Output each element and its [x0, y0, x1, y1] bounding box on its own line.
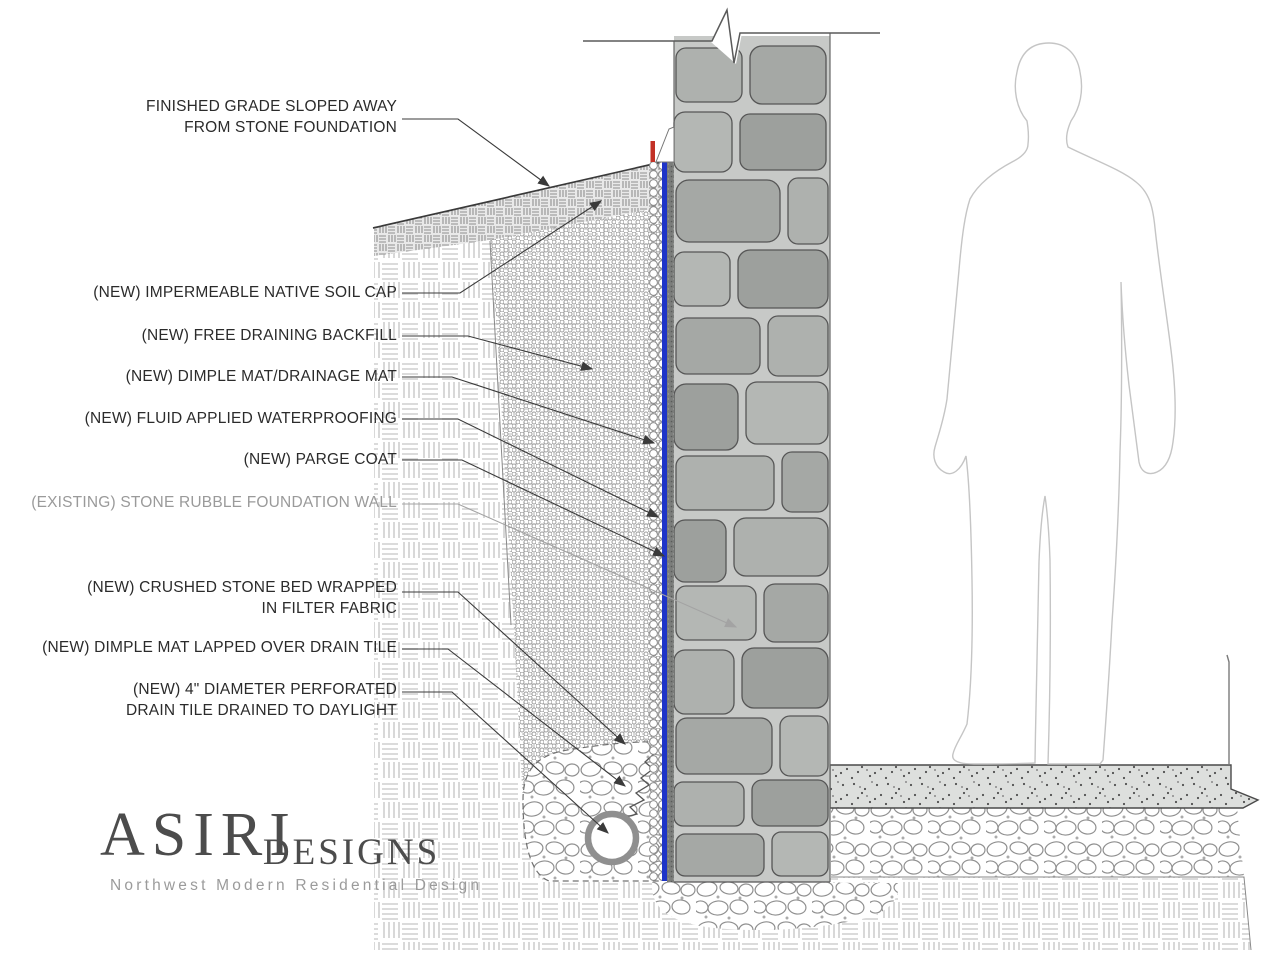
- label-drain-tile: (NEW) 4" DIAMETER PERFORATED DRAIN TILE …: [126, 681, 397, 719]
- leader-waterproofing: [402, 418, 660, 518]
- leader-backfill: [402, 335, 594, 371]
- label-waterproofing: (NEW) FLUID APPLIED WATERPROOFING: [84, 410, 397, 427]
- logo-name: ASIRI: [100, 801, 297, 869]
- logo-tagline: Northwest Modern Residential Design: [110, 877, 483, 894]
- label-finished-grade: FINISHED GRADE SLOPED AWAY FROM STONE FO…: [146, 98, 397, 136]
- free-draining-backfill: [489, 207, 662, 881]
- leader-crushed-stone: [402, 591, 626, 745]
- dimple-mat-scallops: [649, 161, 662, 881]
- leader-finished-grade: [402, 118, 550, 187]
- impermeable-soil-cap: [372, 161, 663, 256]
- label-parge-coat: (NEW) PARGE COAT: [243, 451, 397, 468]
- stone-foundation-wall: [583, 7, 880, 883]
- label-dimple-mat: (NEW) DIMPLE MAT/DRAINAGE MAT: [125, 368, 397, 385]
- leader-dimple-mat: [402, 376, 656, 445]
- leader-lines: [402, 118, 738, 834]
- logo-suffix: DESIGNS: [262, 832, 441, 873]
- rubble-under-wall: [651, 882, 899, 931]
- label-backfill: (NEW) FREE DRAINING BACKFILL: [141, 327, 397, 344]
- leader-mat-lapped: [402, 648, 626, 787]
- human-figure-scale: [933, 42, 1176, 765]
- leader-existing-wall: [402, 503, 738, 628]
- finished-grade-line: [372, 161, 663, 229]
- asiri-designs-logo: ASIRIDESIGNS Northwest Modern Residentia…: [100, 800, 483, 895]
- label-soil-cap: (NEW) IMPERMEABLE NATIVE SOIL CAP: [93, 284, 397, 301]
- label-existing-wall: (EXISTING) STONE RUBBLE FOUNDATION WALL: [31, 494, 397, 511]
- leader-parge-coat: [402, 459, 666, 557]
- mat-termination-flashing: [655, 126, 675, 163]
- interior-cut-line: [1226, 654, 1230, 764]
- crushed-stone-bed: [522, 741, 662, 882]
- dimple-mat-assembly: [649, 126, 675, 882]
- concrete-slab: [829, 764, 1260, 809]
- leader-drain-tile: [402, 691, 609, 834]
- filter-fabric-outline: [522, 741, 662, 882]
- gravel-layer: [831, 808, 1252, 951]
- termination-bar: [650, 141, 655, 162]
- label-crushed-stone: (NEW) CRUSHED STONE BED WRAPPED IN FILTE…: [87, 579, 397, 617]
- parge-coat-band: [667, 160, 674, 882]
- dimple-mat-line: [661, 160, 667, 881]
- leader-soil-cap: [402, 200, 603, 294]
- break-line-symbol: [583, 7, 880, 64]
- label-mat-lapped: (NEW) DIMPLE MAT LAPPED OVER DRAIN TILE: [42, 639, 397, 656]
